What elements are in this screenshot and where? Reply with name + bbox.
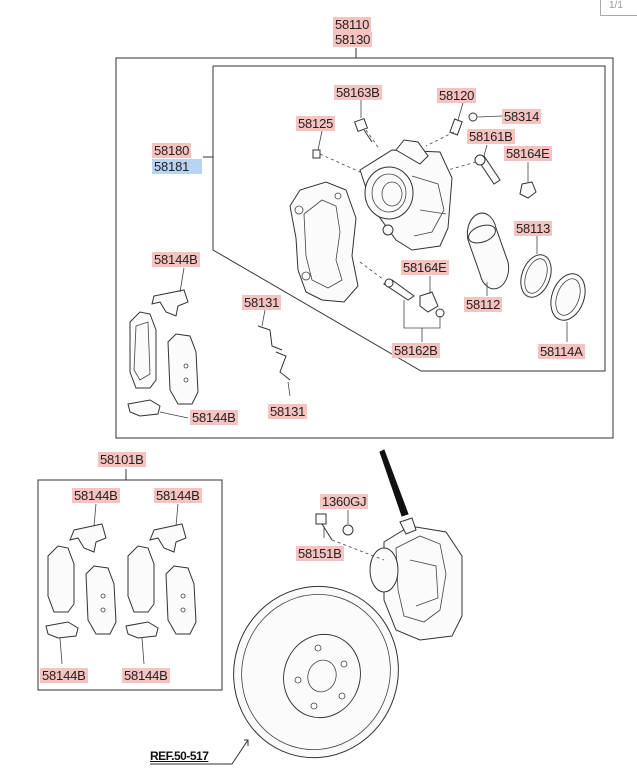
part-label-58181[interactable]: 58181 (152, 159, 202, 174)
springs-drawing (257, 309, 291, 397)
part-label-58164E[interactable]: 58164E (504, 146, 552, 161)
part-label-58163B[interactable]: 58163B (334, 85, 382, 100)
part-label-58112[interactable]: 58112 (464, 297, 503, 312)
part-label-58110[interactable]: 58110 (333, 17, 372, 32)
caliper-bracket-drawing (289, 181, 359, 303)
part-label-1360GJ[interactable]: 1360GJ (320, 494, 369, 509)
caliper-body-drawing (359, 139, 453, 251)
part-label-58144B-kit-left[interactable]: 58144B (72, 488, 120, 503)
part-label-58161B[interactable]: 58161B (467, 129, 515, 144)
part-label-58101B[interactable]: 58101B (98, 452, 146, 467)
part-label-58144B-kit-bottom-left[interactable]: 58144B (40, 668, 88, 683)
part-label-58314[interactable]: 58314 (502, 109, 542, 124)
caliper-assembly-lower-drawing (315, 449, 463, 641)
part-label-58120[interactable]: 58120 (437, 88, 477, 103)
part-label-58164E-lower[interactable]: 58164E (401, 260, 449, 275)
part-label-58144B-upper-clip[interactable]: 58144B (190, 410, 238, 425)
brake-disc-drawing (233, 585, 399, 759)
piston-seal-drawing (466, 212, 586, 342)
part-label-58144B-kit-bottom-right[interactable]: 58144B (122, 668, 170, 683)
part-label-58131-lower[interactable]: 58131 (268, 404, 308, 419)
part-label-58131[interactable]: 58131 (242, 295, 282, 310)
reference-link[interactable]: REF.50-517 (150, 749, 209, 763)
part-label-58144B-kit-right[interactable]: 58144B (154, 488, 202, 503)
brake-pads-lower-drawing (45, 503, 197, 665)
part-label-58113[interactable]: 58113 (514, 221, 553, 236)
brake-pads-upper-drawing (127, 267, 199, 419)
pad-kit-frame (37, 479, 223, 691)
part-label-58180[interactable]: 58180 (152, 143, 192, 158)
page-indicator: 1/1 (600, 0, 637, 16)
part-label-58130[interactable]: 58130 (333, 32, 373, 47)
small-parts-drawing (312, 100, 537, 342)
part-label-58151B[interactable]: 58151B (296, 546, 344, 561)
part-label-58125[interactable]: 58125 (296, 116, 336, 131)
part-label-58144B[interactable]: 58144B (152, 252, 200, 267)
part-label-58114A[interactable]: 58114A (538, 344, 585, 359)
part-label-58162B[interactable]: 58162B (392, 343, 440, 358)
caliper-subgroup-outline (212, 65, 606, 372)
caliper-assembly-frame (115, 57, 614, 439)
